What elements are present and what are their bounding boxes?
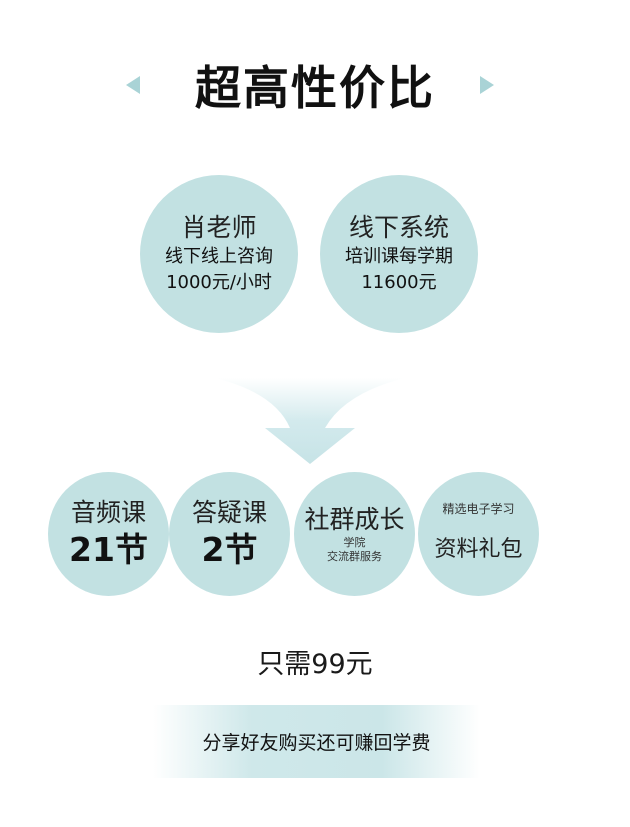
circle-head: 音频课 bbox=[70, 498, 146, 527]
circle-sub: 学院 bbox=[343, 536, 366, 549]
circle-sub: 精选电子学习 bbox=[442, 502, 515, 516]
circle-offline-course: 线下系统 培训课每学期 11600元 bbox=[320, 175, 478, 333]
down-arrow-icon bbox=[215, 378, 405, 464]
circle-teacher-consult: 肖老师 线下线上咨询 1000元/小时 bbox=[140, 175, 298, 333]
share-banner: 分享好友购买还可赚回学费 bbox=[153, 705, 480, 778]
circle-sub: 交流群服务 bbox=[327, 550, 382, 563]
circle-head: 社群成长 bbox=[304, 505, 405, 534]
circle-head: 答疑课 bbox=[191, 498, 267, 527]
right-triangle-icon bbox=[480, 76, 494, 94]
circle-audio-course: 音频课 21节 bbox=[48, 472, 169, 596]
circle-line: 培训课每学期 bbox=[345, 246, 453, 267]
circle-count: 21节 bbox=[69, 530, 148, 569]
circle-line: 1000元/小时 bbox=[166, 272, 272, 293]
circle-count: 2节 bbox=[201, 530, 258, 569]
price-text: 只需99元 bbox=[257, 649, 373, 680]
left-triangle-icon bbox=[126, 76, 140, 94]
circle-line: 线下线上咨询 bbox=[165, 246, 273, 267]
circle-line: 11600元 bbox=[361, 272, 437, 293]
circle-qa-course: 答疑课 2节 bbox=[169, 472, 290, 596]
circle-community: 社群成长 学院 交流群服务 bbox=[294, 472, 415, 596]
circle-head: 肖老师 bbox=[181, 213, 257, 242]
circle-materials: 精选电子学习 资料礼包 bbox=[418, 472, 539, 596]
circle-head: 线下系统 bbox=[348, 213, 449, 242]
share-banner-text: 分享好友购买还可赚回学费 bbox=[202, 732, 431, 754]
circle-head: 资料礼包 bbox=[434, 537, 523, 562]
page-title: 超高性价比 bbox=[195, 61, 435, 115]
